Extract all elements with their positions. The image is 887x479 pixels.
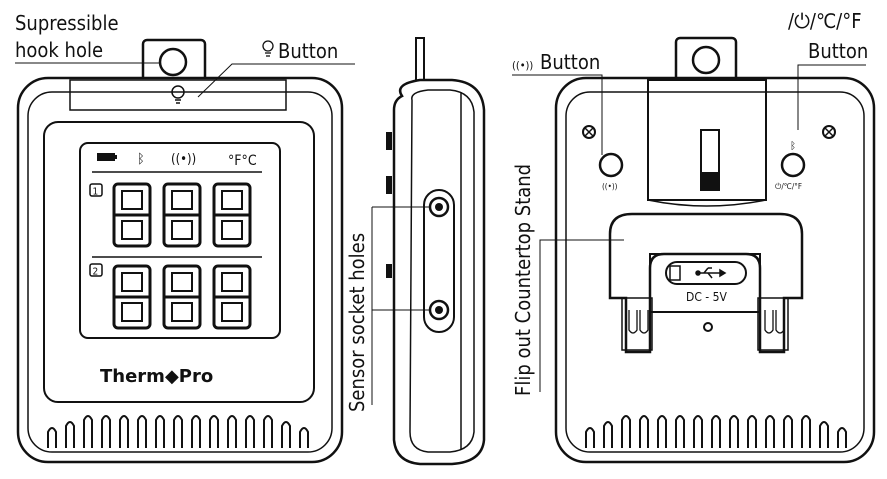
usb-icon [695,267,727,279]
alarm-caption-icon: ((•)) [602,182,618,191]
hook-hole-label-2: hook hole [15,38,103,62]
lightbulb-icon[interactable] [171,85,185,104]
flip-out-stand-label: Flip out Countertop Stand [511,164,535,396]
probe1-index: 1 [93,187,99,198]
front-view: ᛒ ((•)) °F°C 1 2 Therm◆Pro [15,11,355,464]
side-view: Sensor socket holes [345,37,486,466]
usb-port[interactable] [665,261,747,285]
power-caption: ⏻/℃/°F [775,182,802,191]
front-vents [47,415,309,448]
alarm-button[interactable] [598,152,624,178]
power-button-symbols: /⏻/℃/°F [788,9,862,33]
light-label-icon [262,40,274,57]
bluetooth-back-icon: ᛒ [790,141,796,152]
hook-hole [158,47,188,77]
power-button-label: Button [808,39,868,63]
lcd-screen [79,142,281,339]
power-button[interactable] [780,152,806,178]
battery-icon [97,153,117,161]
brand-logo: Therm◆Pro [100,366,213,387]
hook-hole-label-1: Supressible [15,11,119,35]
usb-label: DC - 5V [686,290,727,304]
unit-label: °F°C [228,153,257,169]
bluetooth-icon: ᛒ [137,152,145,167]
alarm-button-label: Button [540,50,600,74]
probe2-index: 2 [93,267,99,278]
light-button-label: Button [278,39,338,63]
alarm-label-icon: ((•)) [512,59,533,72]
alarm-wave-icon: ((•)) [171,152,196,167]
front-body-outline [16,76,344,464]
back-view: ((•)) ᛒ ⏻/℃/°F DC - 5V [511,9,876,464]
sensor-socket-label: Sensor socket holes [345,233,369,412]
